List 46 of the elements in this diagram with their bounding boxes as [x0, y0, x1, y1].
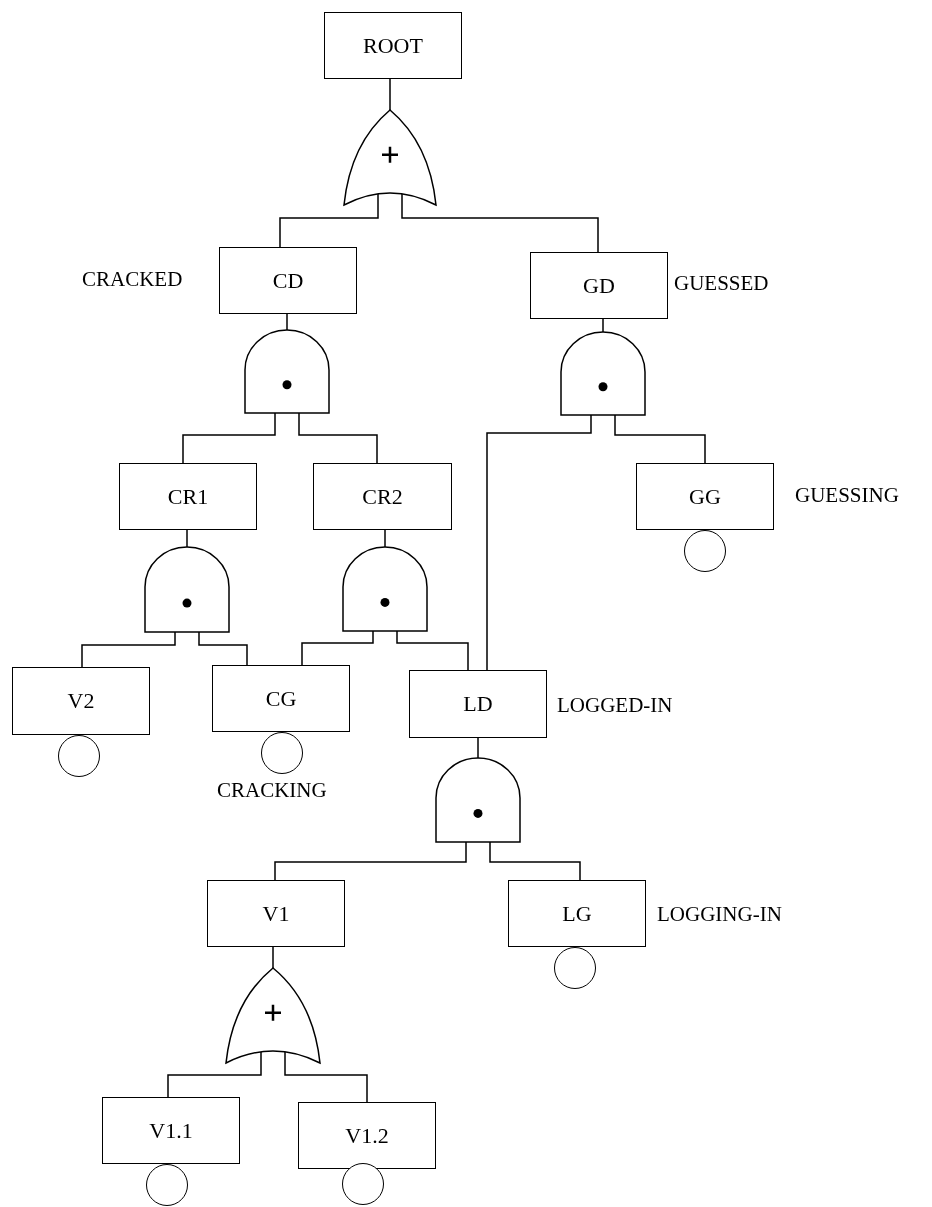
- basic-event-circle: [554, 947, 596, 989]
- event-box: LG: [508, 880, 646, 947]
- connector-line: [279, 193, 379, 248]
- event-box: ROOT: [324, 12, 462, 79]
- connector-line: [301, 630, 374, 666]
- event-description: CRACKING: [217, 780, 327, 801]
- event-description: LOGGING-IN: [657, 904, 782, 925]
- connector-line: [489, 841, 581, 881]
- event-box: CD: [219, 247, 357, 314]
- event-box: GG: [636, 463, 774, 530]
- connector-line: [182, 412, 276, 464]
- connector-line: [477, 737, 479, 759]
- event-description: GUESSED: [674, 273, 769, 294]
- connector-line: [384, 529, 386, 548]
- event-box: GD: [530, 252, 668, 319]
- event-box: CR2: [313, 463, 452, 530]
- connector-line: [198, 631, 248, 666]
- connector-line: [274, 841, 467, 881]
- event-box: V2: [12, 667, 150, 735]
- connector-line: [389, 78, 391, 111]
- event-box: V1.1: [102, 1097, 240, 1164]
- connector-line: [272, 946, 274, 969]
- basic-event-circle: [58, 735, 100, 777]
- connector-line: [186, 529, 188, 548]
- connector-line: [614, 414, 706, 464]
- event-description: LOGGED-IN: [557, 695, 673, 716]
- event-box: LD: [409, 670, 547, 738]
- basic-event-circle: [146, 1164, 188, 1206]
- connector-line: [396, 630, 469, 671]
- connector-line: [81, 631, 176, 668]
- basic-event-circle: [261, 732, 303, 774]
- event-box: CR1: [119, 463, 257, 530]
- connector-line: [298, 412, 378, 464]
- basic-event-circle: [342, 1163, 384, 1205]
- connector-line: [401, 193, 599, 253]
- connector-line: [602, 318, 604, 333]
- basic-event-circle: [684, 530, 726, 572]
- connector-line: [284, 1051, 368, 1103]
- connector-line: [167, 1051, 262, 1098]
- event-description: GUESSING: [795, 485, 899, 506]
- event-description: CRACKED: [82, 269, 183, 290]
- connector-line: [486, 414, 592, 671]
- connector-line: [286, 313, 288, 331]
- event-box: V1: [207, 880, 345, 947]
- event-box: V1.2: [298, 1102, 436, 1169]
- event-box: CG: [212, 665, 350, 732]
